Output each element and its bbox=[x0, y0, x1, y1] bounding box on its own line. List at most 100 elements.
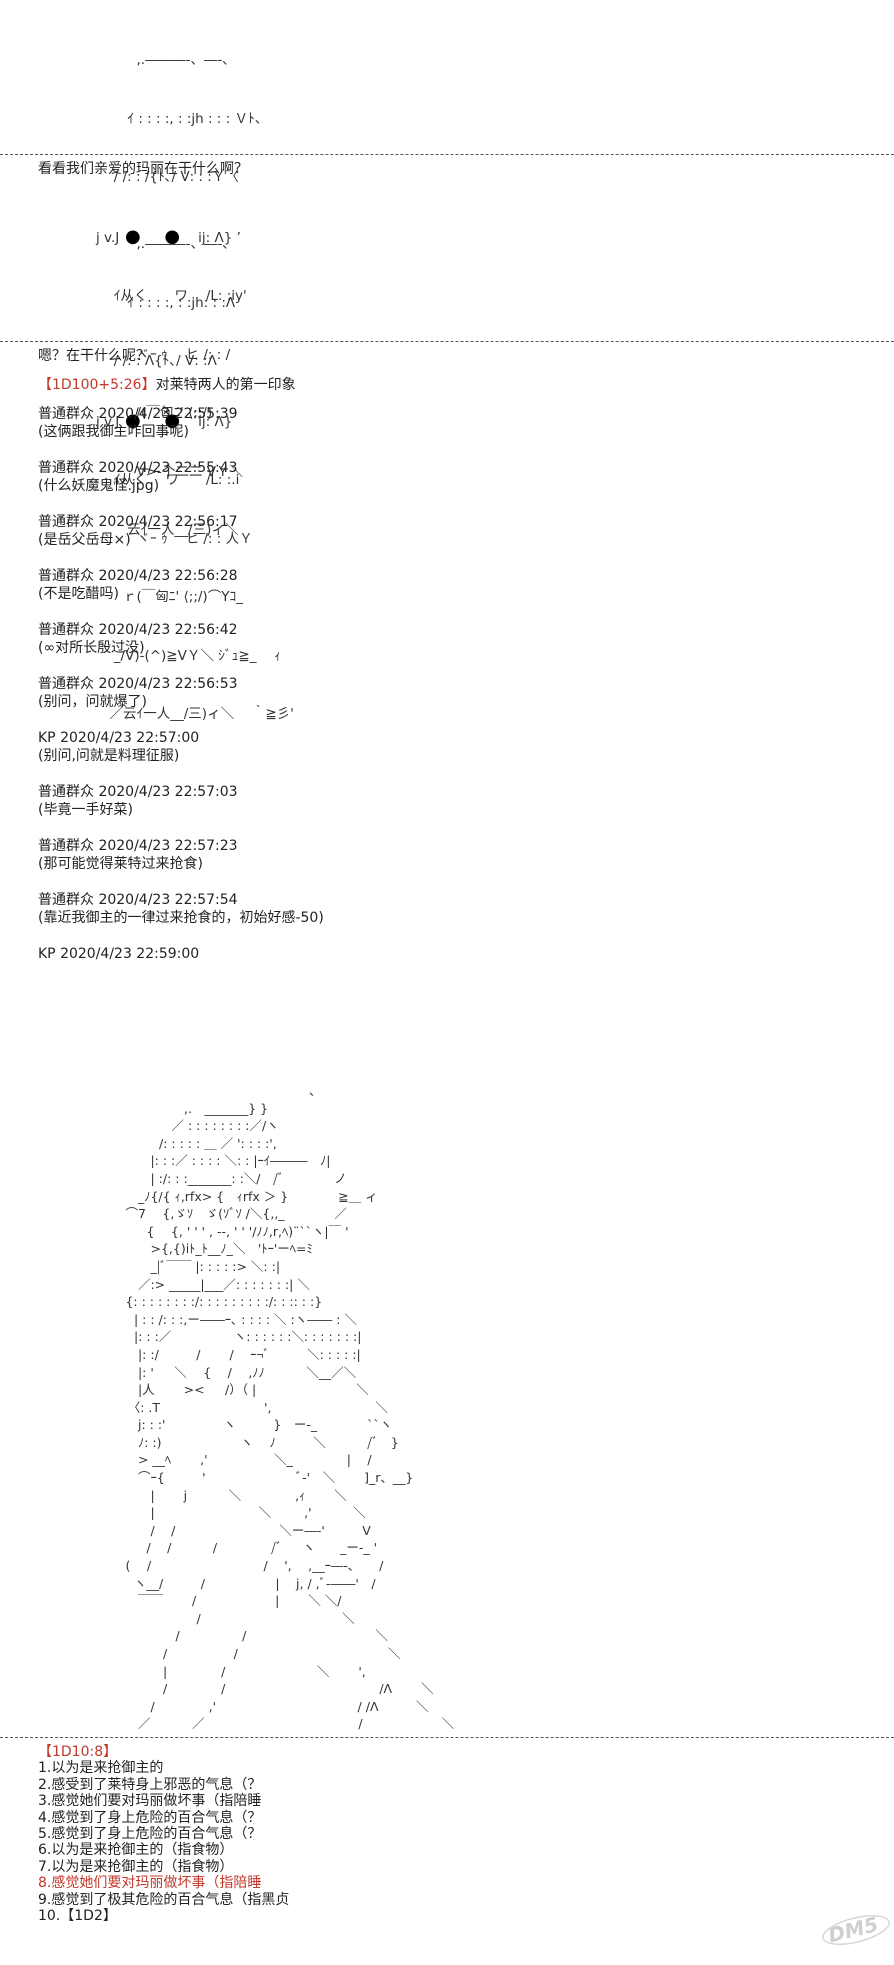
separator-line bbox=[0, 154, 894, 155]
aa-line: | ＼ ,' ＼ bbox=[84, 1505, 366, 1521]
aa-line: ｲ从く ワ /L: :iy' bbox=[96, 288, 247, 304]
option-item: 6.以为是来抢御主的（指食物） bbox=[38, 1842, 234, 1859]
aa-line: j v.J bbox=[96, 413, 120, 430]
separator-line bbox=[0, 341, 894, 342]
chat-message: (不是吃醋吗) bbox=[38, 586, 119, 602]
eye-dot-icon: ● bbox=[119, 225, 165, 247]
chat-entry: 普通群众 2020/4/23 22:55:43 (什么妖魔鬼怪.jpg) bbox=[38, 459, 324, 495]
aa-line: ( / / ', ,__ｰ―-､ / bbox=[84, 1558, 384, 1574]
option-item: 9.感觉到了极其危险的百合气息（指黑贞 bbox=[38, 1891, 290, 1908]
option-item: 4.感觉到了身上危险的百合气息（？ bbox=[38, 1809, 262, 1826]
chat-header: KP 2020/4/23 22:57:00 bbox=[38, 730, 200, 746]
aa-line: ヽ__/ / | j, / ,ﾞ-――' / bbox=[84, 1575, 376, 1591]
ascii-art-face-2: ,.―――-、―-､ ｲ : : : :, : :jh: : :Λ / /: :… bbox=[96, 196, 294, 744]
chat-message: (毕竟一手好菜) bbox=[38, 802, 133, 818]
kp-line: KP 2020/4/23 22:59:00 bbox=[38, 945, 324, 963]
chat-message: (什么妖魔鬼怪.jpg) bbox=[38, 478, 160, 494]
chat-message: (那可能觉得莱特过来抢食) bbox=[38, 856, 203, 872]
ascii-art-figure: 、 ,. _______} } ／ : : : : : : : :／/ヽ /: … bbox=[84, 1082, 454, 1733]
chat-message: (是岳父岳母×) bbox=[38, 532, 131, 548]
aa-line: |: :/ / / ｰ¬ﾞ ＼: : : : :| bbox=[84, 1346, 361, 1362]
chat-header: 普通群众 2020/4/23 22:57:03 bbox=[38, 784, 238, 800]
chat-header: 普通群众 2020/4/23 22:56:42 bbox=[38, 622, 238, 638]
aa-line: |: : :／ : : : : ＼: : |ｰｲ――― ﾉ| bbox=[84, 1153, 331, 1169]
aa-line: / ,' / /Λ ＼ bbox=[84, 1698, 429, 1714]
chat-entry: 普通群众 2020/4/23 22:56:28 (不是吃醋吗) bbox=[38, 567, 324, 603]
aa-line: |: ' ＼ { / ,ﾉﾉ ＼__／＼ bbox=[84, 1364, 357, 1380]
aa-line: | j ＼ ,ｨ ＼ bbox=[84, 1487, 347, 1503]
narration-line: 嗯？在干什么呢？ bbox=[38, 348, 150, 364]
aa-line: |人 >< /）（ | ＼ bbox=[84, 1382, 369, 1398]
chat-header: 普通群众 2020/4/23 22:56:53 bbox=[38, 676, 238, 692]
aa-eyes-line: j v.J ● ● ij: Λ} ’ bbox=[96, 225, 268, 249]
aa-line: /(￣匈ﾆ' ⟨;;/) bbox=[96, 405, 213, 421]
aa-line: ￣￣ / | ＼ ＼/ bbox=[84, 1593, 342, 1609]
option-item: 2.感受到了莱特身上邪恶的气息（？ bbox=[38, 1776, 262, 1793]
aa-line: ／ ／ / ＼ bbox=[84, 1716, 455, 1732]
aa-line: ⌒ｰ{ ' ﾞ-' ＼ ]_r、__} bbox=[84, 1470, 414, 1486]
chat-header: 普通群众 2020/4/23 22:56:28 bbox=[38, 568, 238, 584]
option-item: 1.以为是来抢御主的 bbox=[38, 1760, 164, 1777]
aa-line: { {, ' ' ' , -‐, ' ' '/ﾉﾉ,r,ﾍ)¨``ヽ|￣ ' bbox=[84, 1223, 349, 1239]
aa-line: ﾉ: :) ヽ ﾉ ＼ /ﾞ } bbox=[84, 1434, 399, 1450]
chat-header: 普通群众 2020/4/23 22:57:54 bbox=[38, 892, 238, 908]
chat-log: 普通群众 2020/4/23 22:55:39 (这俩跟我御主咋回事呢) 普通群众… bbox=[38, 405, 324, 981]
chat-message: (这俩跟我御主咋回事呢) bbox=[38, 424, 189, 440]
option-item: 8.感觉她们要对玛丽做坏事（指陪睡 bbox=[38, 1875, 262, 1892]
aa-line: /: : : : : ＿ ／ ': : : :', bbox=[84, 1135, 277, 1151]
chat-entry: 普通群众 2020/4/23 22:56:42(∞对所长殷过没) bbox=[38, 621, 324, 657]
aa-line: ヾｰ ｩ ヒ /: : / bbox=[96, 346, 231, 363]
chat-entry: 普通群众 2020/4/23 22:57:54 (靠近我御主的一律过来抢食的，初始… bbox=[38, 891, 324, 927]
aa-line: | :/: : :_______: :＼/ /ﾞ ノ bbox=[84, 1170, 347, 1186]
option-item: 5.感觉到了身上危险的百合气息（？ bbox=[38, 1826, 262, 1843]
watermark-text: DM5 bbox=[826, 1912, 881, 1946]
aa-line: ⌒7 {,ゞｿ ゞ(ｿﾞｿ /＼{,,_ ／ bbox=[84, 1206, 348, 1222]
aa-line: / ＼ bbox=[84, 1610, 355, 1626]
aa-line: |: : :／ ヽ: : : : : :＼: : : : : : :| bbox=[84, 1329, 362, 1345]
chat-header: 普通群众 2020/4/23 22:55:43 bbox=[38, 460, 238, 476]
aa-line: ヾｰ ｩ ヒ /: : 人Ｙ bbox=[96, 530, 253, 547]
dice-tag: 【1D10:8】 bbox=[38, 1744, 118, 1760]
aa-line: ,.―――-、―-､ bbox=[96, 236, 230, 252]
aa-line: / / / /ﾞ ヽ _ー-_ ' bbox=[84, 1540, 378, 1556]
aa-line: 云ｲ一人__/三)ィ＼ bbox=[96, 522, 239, 538]
eye-dot-icon: ● bbox=[119, 409, 165, 431]
chat-header: 普通群众 2020/4/23 22:57:23 bbox=[38, 838, 238, 854]
chat-header: KP 2020/4/23 22:59:00 bbox=[38, 946, 200, 962]
aa-line: 、 bbox=[84, 1083, 322, 1098]
chat-entry: 普通群众 2020/4/23 22:56:17(是岳父岳母×) bbox=[38, 513, 324, 549]
aa-line: ij: Λ} ’ bbox=[198, 229, 241, 246]
aa-line: / / /Λ ＼ bbox=[84, 1681, 434, 1697]
chat-entry: 普通群众 2020/4/23 22:55:39 (这俩跟我御主咋回事呢) bbox=[38, 405, 324, 441]
chat-message: (靠近我御主的一律过来抢食的，初始好感-50) bbox=[38, 910, 324, 926]
aa-line: ,. _______} } bbox=[84, 1100, 269, 1116]
aa-line: 〈: .T ', ＼ bbox=[84, 1399, 388, 1415]
aa-line: Ⅴ>-个二二 ⅤＹ＼ bbox=[96, 463, 243, 480]
chat-entry: 普通群众 2020/4/23 22:57:23 (那可能觉得莱特过来抢食) bbox=[38, 837, 324, 873]
aa-line: > __ﾍ ,' ＼_ | / bbox=[84, 1452, 372, 1468]
aa-line: / / ＼ bbox=[84, 1628, 388, 1644]
aa-line: _|ﾞ￣￣ |: : : : :> ＼: :| bbox=[84, 1258, 281, 1274]
separator-line bbox=[0, 1737, 894, 1738]
chat-entry: 普通群众 2020/4/23 22:56:53(别问，问就爆了) bbox=[38, 675, 324, 711]
site-logo-watermark: DM5 bbox=[822, 1912, 890, 1946]
option-item: 10.【1D2】 bbox=[38, 1908, 117, 1925]
aa-eyes-line: j v.J ● ● ij: Λ} bbox=[96, 409, 294, 433]
dice-roll-1: 【1D100+5:26】对莱特两人的第一印象 bbox=[38, 376, 296, 394]
aa-line: ／:> _____|___／: : : : : : :| ＼ bbox=[84, 1276, 310, 1292]
aa-line: ｲ从く ワ /L: :.i bbox=[96, 472, 240, 488]
aa-line: / /: : /{ﾄ､/ Ⅴ: : :Ｙ〈 bbox=[96, 169, 239, 185]
dice-text: 对莱特两人的第一印象 bbox=[155, 377, 296, 393]
dice-tag: 【1D100+5:26】 bbox=[38, 377, 156, 393]
option-item: 7.以为是来抢御主的（指食物） bbox=[38, 1858, 234, 1875]
aa-line: ,.―――-、―-､ bbox=[96, 52, 230, 68]
aa-line: ｲ : : : :, : :jh: : :Λ bbox=[96, 294, 236, 311]
option-item: 3.感觉她们要对玛丽做坏事（指陪睡 bbox=[38, 1793, 262, 1810]
aa-line: | : : /: : :,ー――ｰ､ : : : : ＼ :ヽ―― : ＼ bbox=[84, 1311, 357, 1327]
aa-line: {: : : : : : : :/: : : : : : : : :/: : :… bbox=[84, 1294, 323, 1310]
aa-line: ｒ(￣匈ﾆ' ⟨;;/)⌒Yｺ_ bbox=[96, 589, 243, 605]
chat-header: 普通群众 2020/4/23 22:55:39 bbox=[38, 406, 238, 422]
aa-line: j: : :' ヽ } ー-_ ``ヽ bbox=[84, 1417, 393, 1433]
aa-line: _/Ⅴ)-(^)≧ⅤＹ＼ ｼﾞｭ≧_ ｨ bbox=[96, 647, 281, 664]
